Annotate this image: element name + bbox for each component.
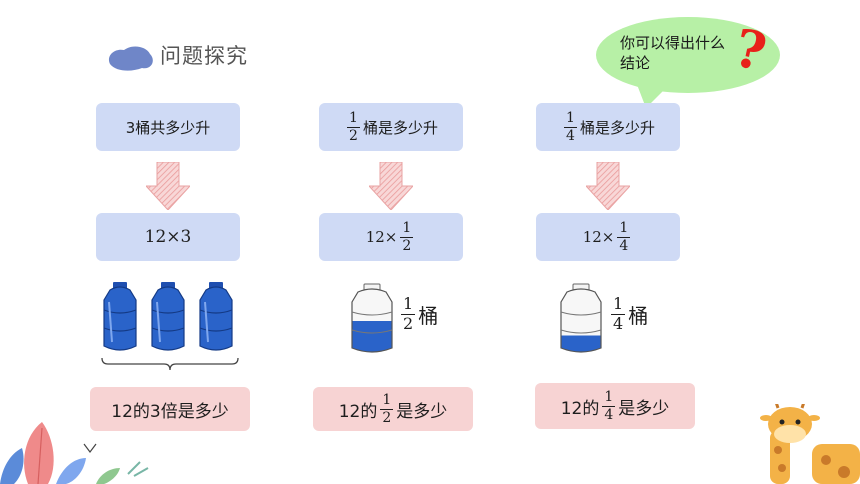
expression-text-2: 12× — [365, 228, 398, 246]
fraction-numerator: 1 — [400, 219, 414, 238]
fraction-denominator: 4 — [566, 127, 575, 144]
down-arrow-icon — [146, 162, 190, 210]
conclusion-suffix: 是多少 — [396, 401, 448, 422]
leaf-decoration-icon — [0, 422, 149, 484]
fraction-numerator: 1 — [617, 219, 631, 238]
fraction-numerator: 1 — [380, 391, 394, 410]
bucket-fraction-3: 1 4 — [611, 294, 626, 333]
bucket-unit: 桶 — [628, 303, 649, 328]
question-fraction-3: 1 4 — [564, 111, 577, 143]
fraction-denominator: 2 — [349, 127, 358, 144]
down-arrow-icon — [586, 162, 630, 210]
fraction-numerator: 1 — [564, 109, 577, 128]
bucket-label-2: 1 2 桶 — [398, 294, 439, 333]
question-text-1: 3桶共多少升 — [125, 118, 211, 137]
fraction-denominator: 4 — [604, 406, 614, 423]
conclusion-fraction-2: 1 2 — [380, 391, 394, 426]
conclusion-prefix: 12的 — [338, 401, 378, 422]
three-buckets-group — [101, 282, 239, 371]
question-text-3: 桶是多少升 — [579, 118, 655, 137]
giraffe-icon — [760, 404, 860, 484]
fraction-numerator: 1 — [347, 109, 360, 128]
expression-box-3: 12× 1 4 — [536, 213, 680, 261]
expression-fraction-2: 1 2 — [400, 219, 414, 254]
conclusion-prefix: 12的 — [560, 398, 600, 419]
conclusion-box-3: 12的 1 4 是多少 — [535, 383, 695, 429]
conclusion-text-1: 12的3倍是多少 — [111, 401, 229, 422]
expression-box-2: 12× 1 2 — [319, 213, 463, 261]
speech-bubble — [596, 17, 780, 108]
down-arrow-icon — [369, 162, 413, 210]
question-box-2: 1 2 桶是多少升 — [319, 103, 463, 151]
expression-text-3: 12× — [582, 228, 615, 246]
fraction-denominator: 2 — [403, 313, 414, 333]
question-box-1: 3桶共多少升 — [96, 103, 240, 151]
quarter-bucket — [560, 283, 602, 353]
page-title: 问题探究 — [160, 44, 248, 68]
question-text-2: 桶是多少升 — [362, 118, 438, 137]
half-bucket — [351, 283, 393, 353]
conclusion-fraction-3: 1 4 — [602, 388, 616, 423]
water-bucket-icon — [199, 282, 233, 351]
fraction-denominator: 4 — [613, 313, 624, 333]
bucket-label-3: 1 4 桶 — [608, 294, 649, 333]
expression-fraction-3: 1 4 — [617, 219, 631, 254]
fraction-numerator: 1 — [602, 388, 616, 407]
bucket-unit: 桶 — [418, 303, 439, 328]
fraction-numerator: 1 — [611, 294, 626, 315]
bucket-fraction-2: 1 2 — [401, 294, 416, 333]
conclusion-box-1: 12的3倍是多少 — [90, 387, 250, 431]
water-bucket-icon — [560, 283, 602, 353]
conclusion-suffix: 是多少 — [618, 398, 670, 419]
conclusion-box-2: 12的 1 2 是多少 — [313, 387, 473, 431]
question-fraction-2: 1 2 — [347, 111, 360, 143]
water-bucket-icon — [151, 282, 185, 351]
fraction-denominator: 2 — [382, 409, 392, 426]
question-box-3: 1 4 桶是多少升 — [536, 103, 680, 151]
fraction-denominator: 2 — [402, 237, 412, 254]
brace-icon — [101, 357, 239, 371]
water-bucket-icon — [351, 283, 393, 353]
expression-box-1: 12×3 — [96, 213, 240, 261]
blob-icon — [108, 46, 153, 71]
bubble-text: 你可以得出什么结论 — [620, 34, 726, 72]
fraction-numerator: 1 — [401, 294, 416, 315]
fraction-denominator: 4 — [619, 237, 629, 254]
water-bucket-icon — [103, 282, 137, 351]
expression-text-1: 12×3 — [144, 227, 192, 247]
